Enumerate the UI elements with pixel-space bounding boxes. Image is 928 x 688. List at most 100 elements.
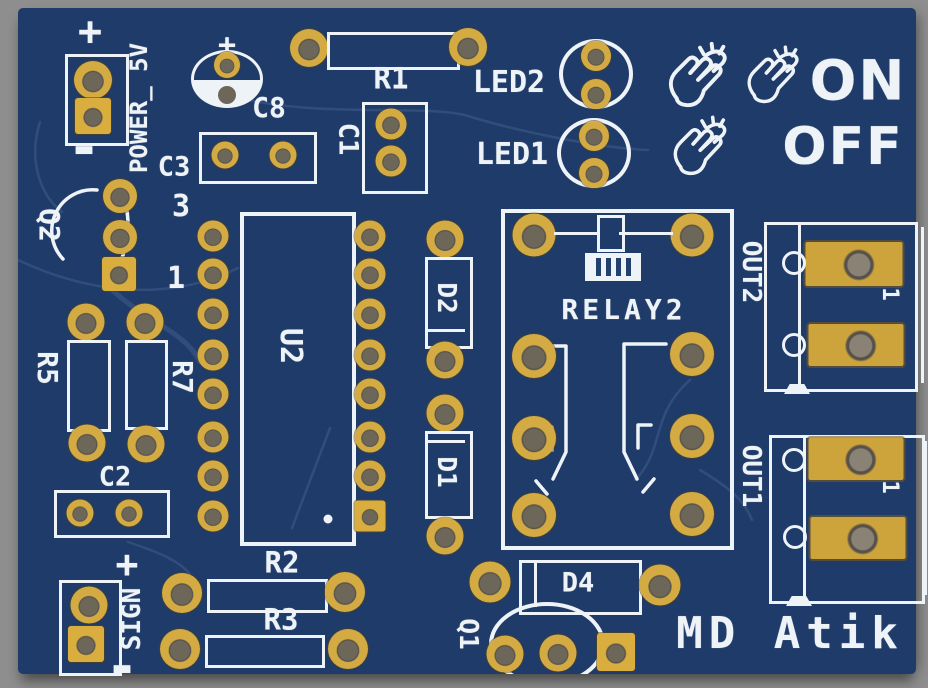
out2-label: OUT2 [736, 240, 766, 304]
pad [197, 421, 229, 453]
terminal-pad [808, 438, 904, 480]
pad [670, 492, 714, 536]
c2-label: C2 [98, 461, 132, 493]
pad [449, 28, 487, 66]
power-connector-outline [65, 54, 129, 146]
pad [512, 493, 556, 537]
pad [354, 421, 386, 453]
sign-plus-mark: + [115, 542, 139, 586]
pad [197, 258, 229, 290]
out1-inner-line [803, 435, 806, 598]
power-minus-mark: - [67, 116, 101, 179]
led2-label: LED2 [472, 65, 546, 100]
terminal-pad [810, 517, 906, 559]
pad [127, 425, 165, 463]
out1-outline [769, 435, 925, 604]
c8-label: C8 [252, 91, 286, 124]
pcb-board: + - POWER_ 5V + C8 C3 R1 C1 LED2 LED1 ON… [18, 8, 927, 688]
pad [426, 394, 464, 432]
out1-edge-line [924, 441, 927, 595]
relay-coil-hatch [585, 253, 641, 281]
out2-tab [784, 384, 810, 394]
power-label: POWER_ 5V [125, 42, 153, 174]
clap-icon [670, 112, 734, 176]
pad [67, 303, 105, 341]
c2-outline [54, 490, 170, 538]
out1-pin-circle [782, 448, 806, 472]
u2-outline [240, 212, 356, 546]
pad [197, 298, 229, 330]
u2-label: U2 [273, 327, 308, 365]
author-label: MD Atik [676, 608, 904, 659]
pad [375, 145, 407, 177]
pad [68, 626, 104, 662]
d2-cathode-band [427, 329, 465, 332]
c3-outline [199, 132, 317, 184]
pad [486, 635, 524, 673]
off-label: OFF [782, 117, 904, 177]
pad [426, 341, 464, 379]
pad [66, 499, 94, 527]
r1-label: R1 [373, 61, 409, 96]
r5-label: R5 [31, 351, 64, 385]
out1-label: OUT1 [736, 444, 766, 508]
out2-pin-circle [782, 333, 806, 357]
terminal-pad [805, 242, 903, 286]
clap-icon [744, 42, 806, 104]
q2-label: Q2 [33, 208, 66, 242]
pad [469, 561, 511, 603]
pad [670, 213, 714, 257]
out1-pin1-label: 1 [877, 480, 902, 494]
pad [102, 257, 136, 291]
pad [197, 220, 229, 252]
r7-label: R7 [166, 360, 199, 394]
on-label: ON [809, 48, 907, 113]
relay-coil-symbol [597, 215, 625, 252]
out2-edge-line [921, 227, 924, 383]
pad [354, 378, 386, 410]
led1-label: LED1 [475, 137, 549, 172]
clap-icon [665, 38, 735, 108]
u2-pin1-dot [323, 514, 333, 524]
out1-pin-circle [783, 525, 807, 549]
sign-minus-mark: - [105, 635, 139, 688]
pad [426, 517, 464, 555]
q1-label: Q1 [453, 618, 483, 650]
pad [512, 334, 556, 378]
pad [197, 339, 229, 371]
pad [103, 220, 137, 254]
pad [68, 424, 106, 462]
out2-pin-circle [782, 251, 806, 275]
pad [197, 500, 229, 532]
pad [126, 303, 164, 341]
pad [328, 629, 368, 669]
pad [670, 414, 714, 458]
pad [290, 29, 328, 67]
pad [579, 121, 609, 151]
out2-inner-line [798, 222, 801, 386]
pad [581, 79, 611, 109]
relay2-label: RELAY2 [561, 293, 687, 326]
pad [218, 86, 236, 104]
pad [74, 61, 112, 99]
relay-coil-wire [619, 232, 673, 235]
r2-label: R2 [264, 545, 300, 580]
pad [597, 633, 635, 671]
relay2-outline [501, 209, 734, 550]
relay-coil-wire [554, 232, 599, 235]
pad [162, 573, 202, 613]
terminal-pad [808, 324, 904, 366]
pad [197, 378, 229, 410]
pad [211, 141, 239, 169]
pad [75, 98, 111, 134]
pad [512, 213, 556, 257]
r5-outline [67, 340, 111, 432]
r3-outline [205, 635, 325, 668]
sign-connector-outline [59, 580, 122, 676]
q2-pin3-label: 3 [171, 189, 191, 224]
pad [375, 108, 407, 140]
r7-outline [125, 340, 168, 430]
d1-cathode-band [427, 440, 465, 443]
c3-label: C3 [157, 151, 191, 183]
pad [670, 332, 714, 376]
